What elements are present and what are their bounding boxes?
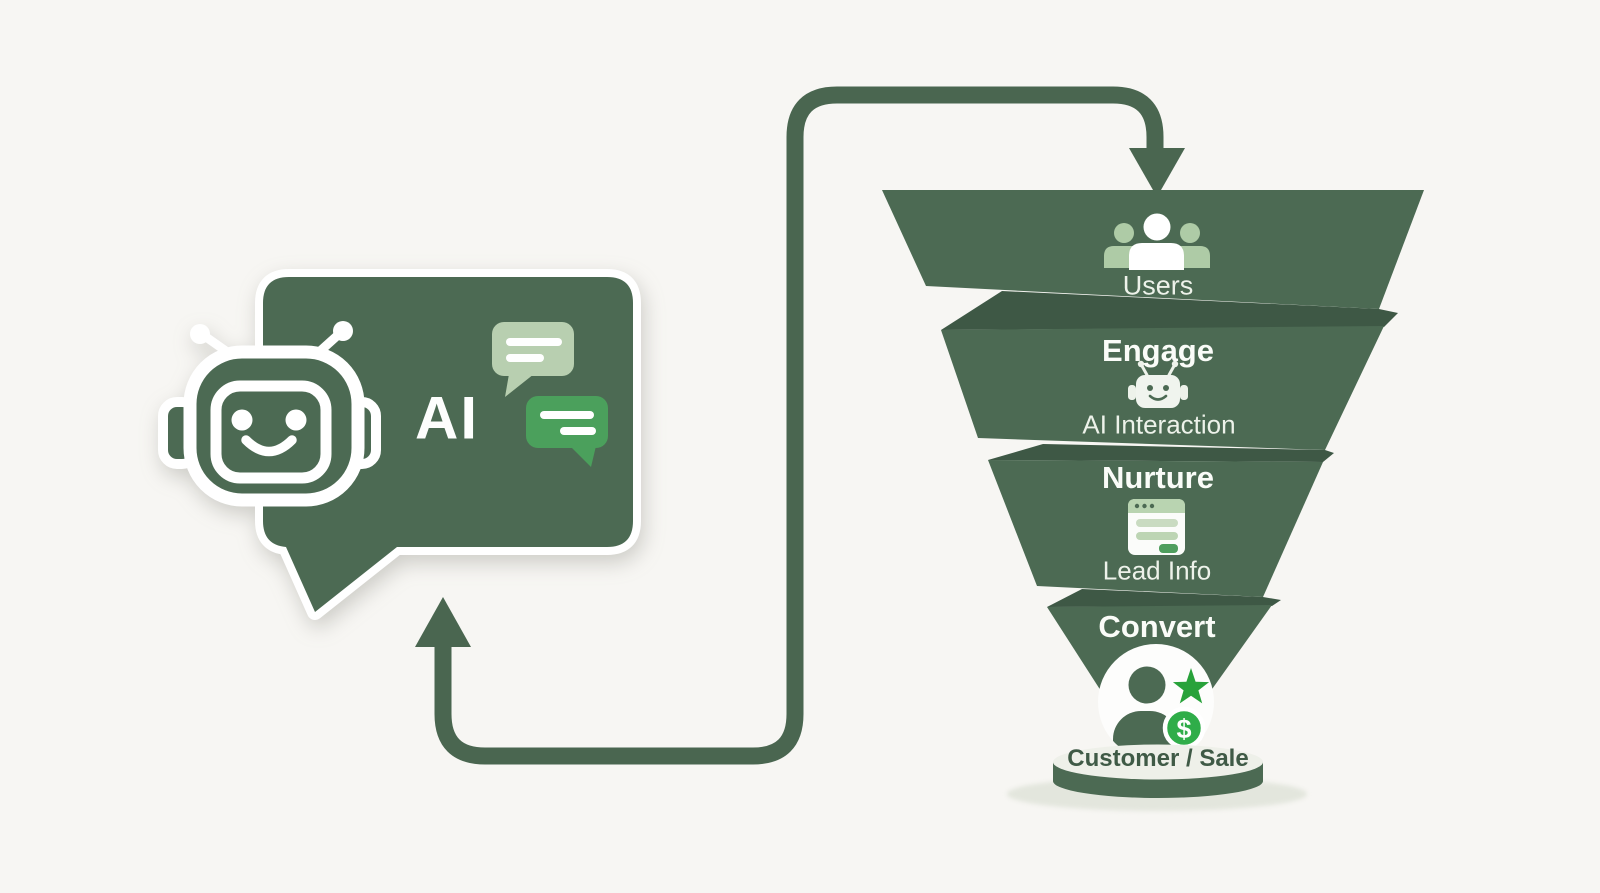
stage-users-caption: Users [1122, 270, 1194, 301]
stage-engage-caption: AI Interaction [1082, 409, 1236, 440]
dollar-symbol: $ [1176, 714, 1191, 744]
stage-convert-title: Convert [1098, 609, 1216, 644]
funnel-base-cylinder [1007, 744, 1307, 811]
chat-bubble-light-icon [492, 322, 574, 397]
chat-bubble-green-icon [526, 396, 608, 467]
star-icon [1172, 668, 1210, 704]
ai-label: AI [415, 384, 479, 452]
robot-face-icon [1128, 360, 1188, 408]
stage-nurture-title: Nurture [1102, 460, 1214, 495]
flow-loop-arrow [415, 86, 1185, 765]
robot-avatar-icon [158, 321, 381, 507]
stage-engage-title: Engage [1102, 333, 1214, 368]
dollar-coin-icon: $ [1162, 706, 1206, 750]
stage-nurture-caption: Lead Info [1102, 555, 1212, 586]
users-icon [1104, 213, 1210, 270]
arrowhead-up-icon [415, 597, 471, 647]
funnel-fold-2 [988, 444, 1334, 462]
ai-chat-panel [158, 269, 641, 620]
arrowhead-down-icon [1129, 148, 1185, 197]
funnel-fold-1 [941, 291, 1398, 330]
flow-arrow-line [434, 86, 1164, 765]
funnel-base-label: Customer / Sale [1067, 745, 1249, 772]
funnel-fold-3 [1047, 589, 1281, 607]
lead-form-icon [1128, 499, 1185, 555]
cylinder-top [1053, 744, 1263, 780]
